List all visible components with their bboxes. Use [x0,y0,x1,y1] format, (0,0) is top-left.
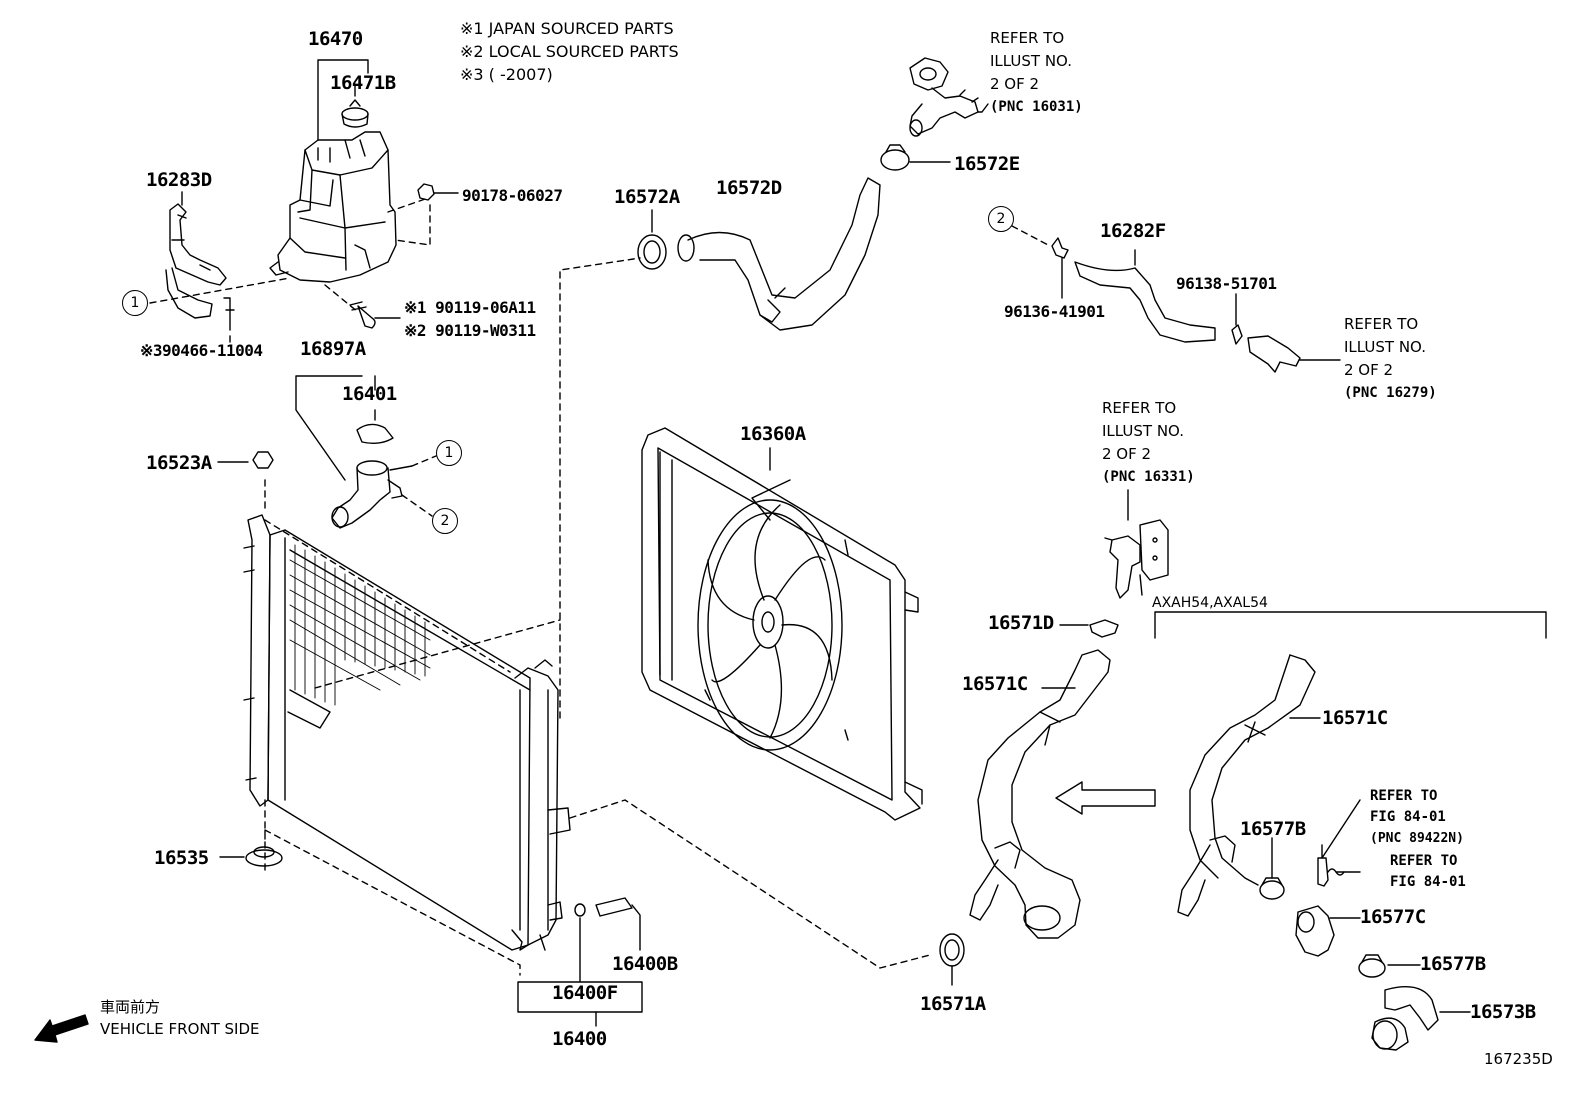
callout-2-filler: 2 [432,508,458,534]
refer-pnc: (PNC 16279) [1344,385,1437,401]
vehicle-front-en: VEHICLE FRONT SIDE [100,1020,260,1038]
part-label-16282F[interactable]: 16282F [1100,220,1166,242]
part-label-16577B-top[interactable]: 16577B [1240,818,1306,840]
refer-line: REFER TO [1370,788,1438,804]
refer-line: REFER TO [1102,399,1177,417]
refer-pnc: (PNC 89422N) [1370,831,1464,846]
part-label-16577B-bottom[interactable]: 16577B [1420,953,1486,975]
part-label-16400B[interactable]: 16400B [612,953,678,975]
part-label-16400F[interactable]: 16400F [552,982,618,1004]
refer-line: ILLUST NO. [990,52,1073,70]
diagram-id: 167235D [1484,1050,1553,1068]
part-label-16577C[interactable]: 16577C [1360,906,1426,928]
part-label-90178-06027[interactable]: 90178-06027 [462,186,563,205]
part-label-16470[interactable]: 16470 [308,28,363,50]
note-local: ※2 LOCAL SOURCED PARTS [460,42,679,61]
hose-16571C-left-drawing [969,649,1111,939]
part-label-16400[interactable]: 16400 [552,1028,607,1050]
part-label-90466-11004[interactable]: ※390466-11004 [140,341,263,360]
callout-1-left: 1 [122,290,148,316]
part-label-16535[interactable]: 16535 [154,847,209,869]
hose-16572D-drawing [677,177,881,331]
part-label-16571A[interactable]: 16571A [920,993,986,1015]
thermostat-housing-drawing [909,57,989,137]
refer-pnc-16279[interactable]: REFER TO ILLUST NO. 2 OF 2 (PNC 16279) [1344,313,1437,405]
part-label-96136-41901[interactable]: 96136-41901 [1004,302,1105,321]
hose-16283D-drawing [165,203,227,319]
note-date-range: ※3 ( -2007) [460,65,553,84]
refer-pnc-16331[interactable]: REFER TO ILLUST NO. 2 OF 2 (PNC 16331) [1102,397,1195,489]
refer-fig-84-01-pnc-89422n[interactable]: REFER TO FIG 84-01 (PNC 89422N) [1370,786,1464,849]
filler-neck-drawing [331,423,413,529]
part-label-16471B[interactable]: 16471B [330,72,396,94]
part-label-90119-W0311[interactable]: ※2 90119-W0311 [404,321,536,340]
hose-16282F-drawing [1051,237,1301,373]
part-label-90119-06A11[interactable]: ※1 90119-06A11 [404,298,536,317]
refer-line: REFER TO [1344,315,1419,333]
part-label-16571C-right[interactable]: 16571C [1322,707,1388,729]
part-label-16573B[interactable]: 16573B [1470,1001,1536,1023]
refer-line: ILLUST NO. [1102,422,1185,440]
refer-line: FIG 84-01 [1390,874,1466,890]
variant-label: AXAH54,AXAL54 [1152,595,1268,611]
refer-pnc: (PNC 16031) [990,99,1083,115]
refer-line: REFER TO [1390,853,1458,869]
source-notes: ※1 JAPAN SOURCED PARTS ※2 LOCAL SOURCED … [460,17,679,86]
part-label-16572A[interactable]: 16572A [614,186,680,208]
callout-2-hose: 2 [988,206,1014,232]
refer-line: FIG 84-01 [1370,809,1446,825]
refer-pnc: (PNC 16331) [1102,469,1195,485]
note-japan: ※1 JAPAN SOURCED PARTS [460,19,674,38]
part-label-16572E[interactable]: 16572E [954,153,1020,175]
refer-line: 2 OF 2 [990,75,1040,93]
refer-pnc-16031[interactable]: REFER TO ILLUST NO. 2 OF 2 (PNC 16031) [990,27,1083,119]
vehicle-front-label: 車両前方 VEHICLE FRONT SIDE [100,996,260,1040]
hose-16571C-right-drawing [1177,654,1316,917]
part-label-16401[interactable]: 16401 [342,383,397,405]
reserve-tank-drawing [269,99,397,283]
vehicle-front-jp: 車両前方 [100,998,161,1016]
callout-1-filler: 1 [436,440,462,466]
part-label-16360A[interactable]: 16360A [740,423,806,445]
refer-line: 2 OF 2 [1344,361,1394,379]
radiator-drawing [243,514,571,951]
refer-fig-84-01[interactable]: REFER TO FIG 84-01 [1390,851,1466,893]
refer-line: ILLUST NO. [1344,338,1427,356]
part-label-16571C-left[interactable]: 16571C [962,673,1028,695]
water-valve-drawing [1104,519,1169,599]
refer-line: REFER TO [990,29,1065,47]
part-label-96138-51701[interactable]: 96138-51701 [1176,274,1277,293]
part-label-16283D[interactable]: 16283D [146,169,212,191]
part-label-16571D[interactable]: 16571D [988,612,1054,634]
refer-line: 2 OF 2 [1102,445,1152,463]
part-label-16897A[interactable]: 16897A [300,338,366,360]
part-label-16572D[interactable]: 16572D [716,177,782,199]
part-label-16523A[interactable]: 16523A [146,452,212,474]
fan-shroud-drawing [641,427,923,821]
